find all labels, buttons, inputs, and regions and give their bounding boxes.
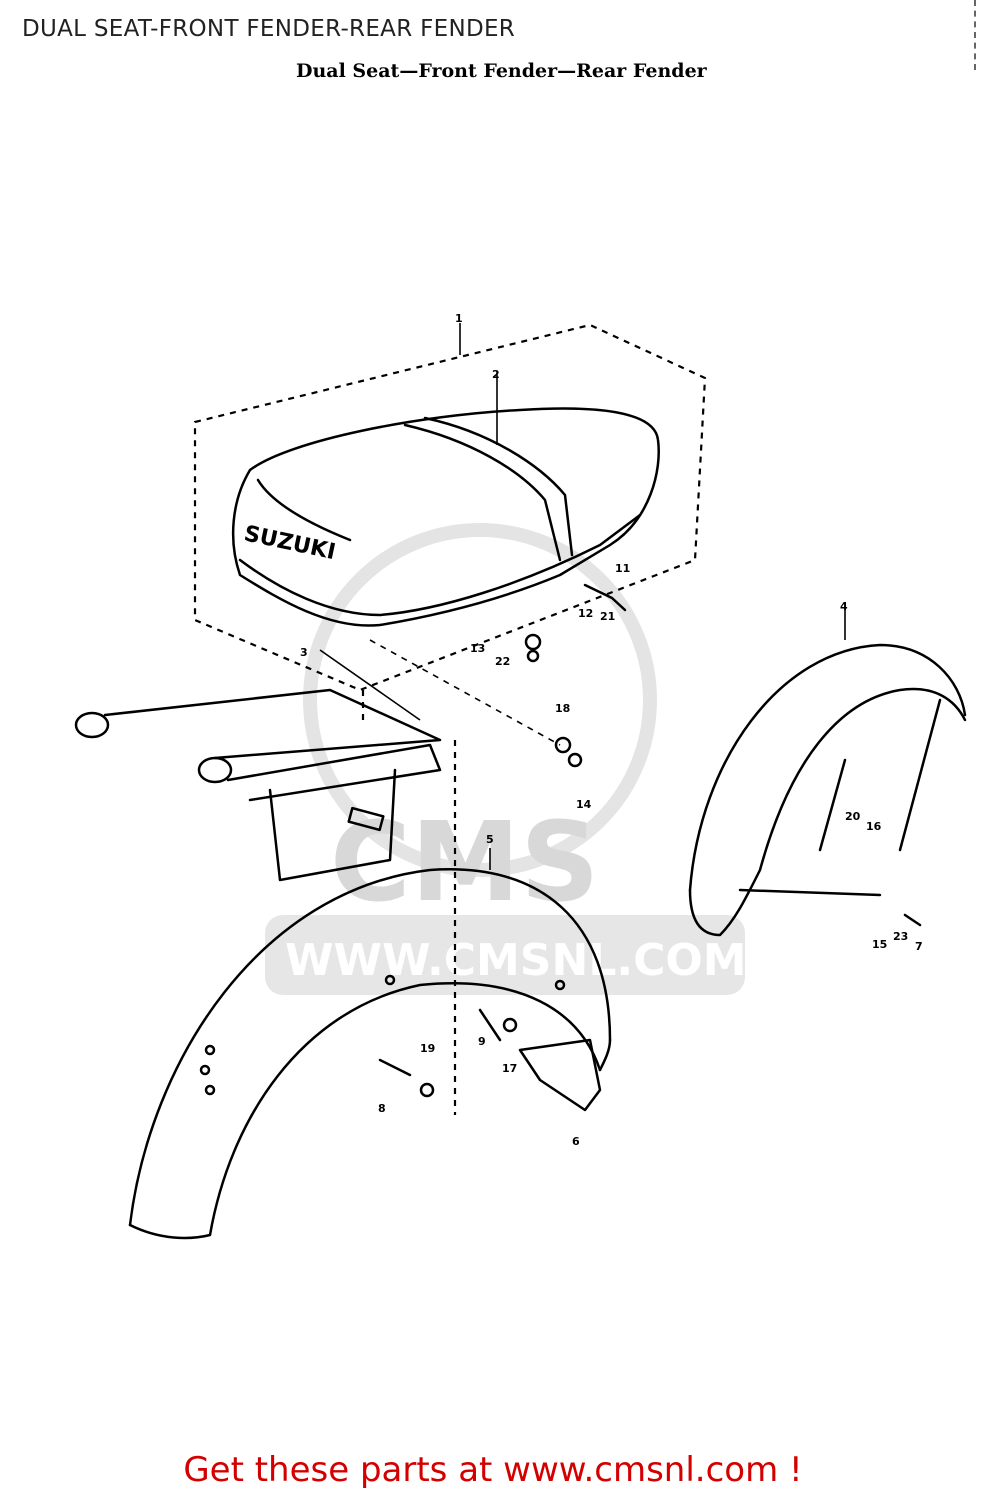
callouts: 1 2 3 4 5 6 7 8 9 11 12 13 14 15 16 17 1…	[300, 312, 923, 1148]
watermark-brand: CMS	[330, 798, 599, 926]
callout-20: 20	[845, 810, 861, 823]
watermark-url: WWW.CMSNL.COM	[285, 935, 747, 986]
callout-3: 3	[300, 646, 308, 659]
callout-6: 6	[572, 1135, 580, 1148]
diagram-heading: Dual Seat—Front Fender—Rear Fender	[296, 60, 707, 82]
callout-19: 19	[420, 1042, 435, 1055]
dual-seat: SUZUKI	[231, 372, 660, 627]
callout-16: 16	[866, 820, 882, 833]
seat-assembly-boundary	[193, 323, 707, 692]
seat-frame-bracket	[74, 639, 561, 882]
callout-1: 1	[455, 312, 463, 325]
callout-22: 22	[495, 655, 510, 668]
bracket-fasteners	[347, 583, 627, 832]
callout-17: 17	[502, 1062, 517, 1075]
scan-edge-mark	[971, 0, 976, 70]
callout-18: 18	[555, 702, 570, 715]
watermark: CMS WWW.CMSNL.COM	[265, 523, 747, 995]
callout-11: 11	[615, 562, 630, 575]
callout-23: 23	[893, 930, 908, 943]
callout-7: 7	[915, 940, 923, 953]
rear-fender	[688, 610, 967, 937]
callout-4: 4	[840, 600, 848, 613]
callout-8: 8	[378, 1102, 386, 1115]
front-fender	[128, 848, 612, 1240]
callout-15: 15	[872, 938, 887, 951]
callout-13: 13	[470, 642, 485, 655]
callout-21: 21	[600, 610, 615, 623]
callout-12: 12	[578, 607, 593, 620]
guide-lines	[361, 690, 457, 1115]
callout-9: 9	[478, 1035, 486, 1048]
footer-link[interactable]: Get these parts at www.cmsnl.com !	[183, 1450, 803, 1490]
callout-14: 14	[576, 798, 592, 811]
callout-2: 2	[492, 368, 500, 381]
callout-5: 5	[486, 833, 494, 846]
page-title: DUAL SEAT-FRONT FENDER-REAR FENDER	[22, 16, 516, 42]
